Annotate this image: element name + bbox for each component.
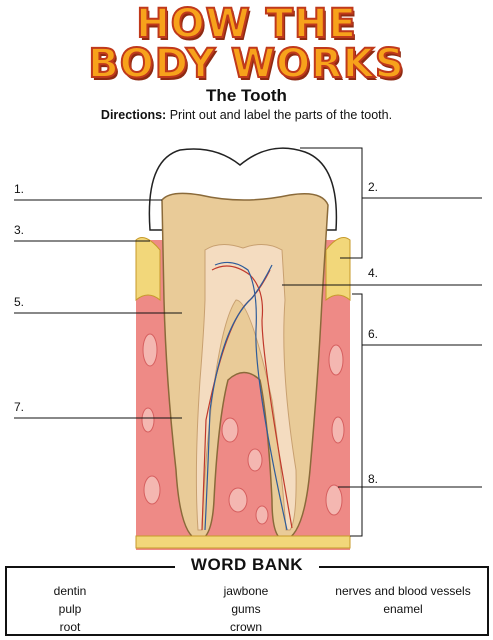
- word-bank-item: jawbone: [223, 584, 269, 598]
- word-bank-item: crown: [229, 620, 262, 634]
- label-lines: [14, 147, 482, 537]
- word-bank-column-1: dentin pulp root: [20, 582, 120, 636]
- word-bank-item: nerves and blood vessels: [335, 584, 471, 598]
- word-bank-column-2: jawbone gums crown: [186, 582, 306, 636]
- label-3: 3.: [14, 223, 25, 237]
- logo-line-1: HOW THE: [135, 1, 357, 47]
- label-7: 7.: [14, 400, 25, 414]
- label-8: 8.: [368, 472, 379, 486]
- bone-texture: [141, 333, 345, 525]
- how-the-body-works-logo: HOW THE BODY WORKS: [0, 1, 493, 87]
- pulp-shape: [195, 244, 297, 531]
- nerves-and-blood-vessels: [201, 261, 293, 531]
- directions: Directions: Print out and label the part…: [0, 108, 493, 122]
- tooth-diagram: [14, 147, 482, 550]
- word-bank-item: pulp: [58, 602, 82, 616]
- word-bank-item: dentin: [53, 584, 87, 598]
- page-title: The Tooth: [206, 86, 287, 105]
- label-5: 5.: [14, 295, 25, 309]
- word-bank-item: enamel: [383, 602, 423, 616]
- label-1: 1.: [14, 182, 25, 196]
- word-bank-item: gums: [231, 602, 261, 616]
- directions-label: Directions:: [100, 108, 167, 122]
- logo-line-2: BODY WORKS: [87, 41, 405, 87]
- directions-text: Print out and label the parts of the too…: [166, 108, 393, 122]
- label-6: 6.: [368, 327, 379, 341]
- label-4: 4.: [368, 266, 379, 280]
- gums-shape: [135, 237, 161, 302]
- word-bank-column-3: nerves and blood vessels enamel: [320, 582, 486, 618]
- label-2: 2.: [368, 180, 379, 194]
- word-bank-title: WORD BANK: [175, 555, 319, 575]
- word-bank-item: root: [59, 620, 81, 634]
